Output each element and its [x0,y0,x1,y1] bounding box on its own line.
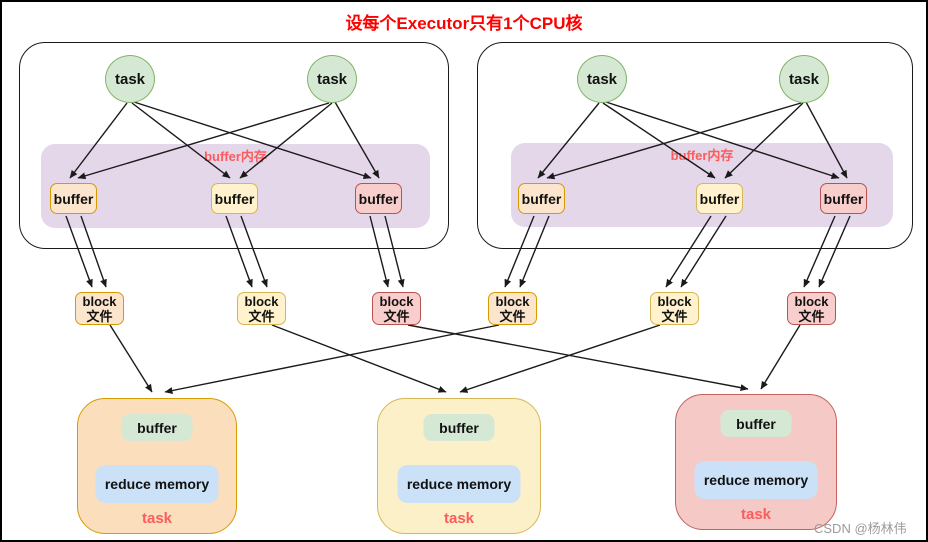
block-file-box-5: block 文件 [650,292,699,325]
buffer-box-3: buffer [355,183,402,214]
block-file-label-cn: 文件 [383,308,410,324]
flow-arrows [65,101,851,394]
block-file-label-cn: 文件 [661,308,688,324]
executor-box-1 [19,42,449,249]
buffer-box-6: buffer [820,183,867,214]
block-file-box-4: block 文件 [488,292,537,325]
executor-box-2 [477,42,913,249]
csdn-watermark: CSDN @杨林伟 [814,521,907,536]
reduce-memory-box-3: reduce memory [694,461,818,499]
block-file-label: block [495,293,530,309]
buffer-box-1: buffer [50,183,97,214]
reduce-task-label-2: task [443,510,475,527]
block-file-box-6: block 文件 [787,292,836,325]
reduce-task-box-1: buffer reduce memory task [77,398,237,534]
reduce-task-box-2: buffer reduce memory task [377,398,541,534]
block-file-label: block [794,293,829,309]
block-file-label-cn: 文件 [248,308,275,324]
block-file-label: block [657,293,692,309]
buffer-box-5: buffer [696,183,743,214]
block-file-label: block [244,293,279,309]
reduce-buffer-box-3: buffer [720,410,792,437]
block-file-box-1: block 文件 [75,292,124,325]
block-file-box-2: block 文件 [237,292,286,325]
block-file-label-cn: 文件 [798,308,825,324]
map-task-circle-3: task [577,55,627,103]
block-file-label: block [82,293,117,309]
block-file-label-cn: 文件 [499,308,526,324]
reduce-task-label-1: task [141,510,173,527]
buffer-memory-label-1: buffer内存 [204,149,267,164]
diagram-title: 设每个Executor只有1个CPU核 [345,14,583,33]
map-task-circle-1: task [105,55,155,103]
reduce-buffer-box-1: buffer [121,414,193,441]
buffer-box-4: buffer [518,183,565,214]
reduce-memory-box-2: reduce memory [397,465,521,503]
buffer-box-2: buffer [211,183,258,214]
map-task-circle-2: task [307,55,357,103]
block-file-label: block [379,293,414,309]
block-file-label-cn: 文件 [86,308,113,324]
reduce-task-label-3: task [740,506,772,523]
block-file-box-3: block 文件 [372,292,421,325]
reduce-task-box-3: buffer reduce memory task [675,394,837,530]
reduce-buffer-box-2: buffer [423,414,495,441]
map-task-circle-4: task [779,55,829,103]
reduce-memory-box-1: reduce memory [95,465,219,503]
